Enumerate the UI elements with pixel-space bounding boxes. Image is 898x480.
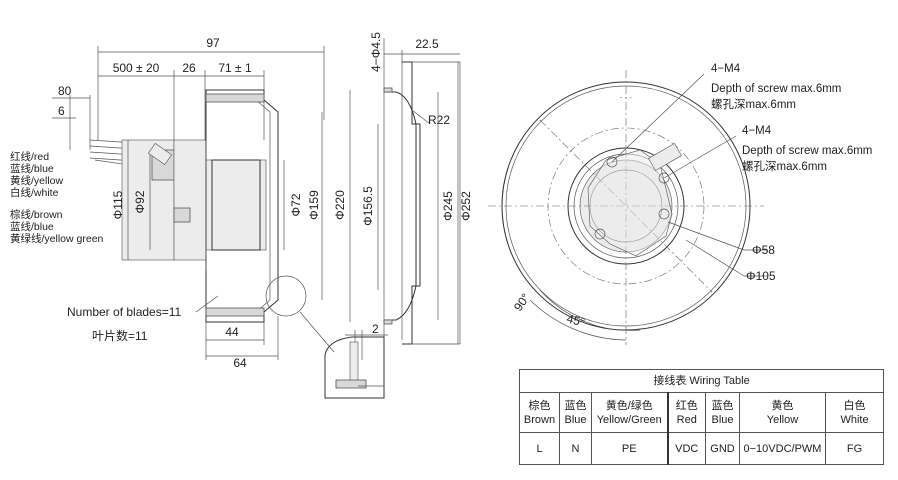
dim-105: Φ105 [746,269,776,283]
dim-2: 2 [372,322,379,336]
cell-value-fg: FG [824,432,885,465]
dim-58: Φ58 [752,243,775,257]
wire-label-red: 红线/red [10,150,49,163]
screw-depth-a-zh: 螺孔深max.6mm [711,97,796,111]
dim-245: Φ245 [441,191,455,221]
dim-26: 26 [182,61,196,75]
dim-500: 500 ± 20 [113,61,160,75]
cell-value-pwm: 0−10VDC/PWM [739,432,826,465]
dim-97: 97 [206,36,220,50]
wire-label-yellow: 黄线/yellow [10,174,64,187]
cell-value-l: L [519,432,560,465]
front-view: · · · 4−M4 Depth of screw max.6mm 螺孔深max… [147,63,872,345]
dim-71: 71 ± 1 [218,61,252,75]
wire-label-yellow-green: 黄绿线/yellow green [10,232,104,245]
dim-220: Φ220 [333,190,347,220]
wire-label-blue: 蓝线/blue [10,162,54,175]
side-view: 97 500 ± 20 26 71 ± 1 80 6 红线/red 蓝线/blu… [10,36,351,370]
dim-6: 6 [58,104,65,118]
wire-label-brown: 棕线/brown [10,208,63,221]
angle-90: 90° [511,291,533,314]
cell-value-vdc: VDC [666,432,706,465]
cell-value-pe: PE [591,432,668,465]
dim-115: Φ115 [111,190,125,219]
dim-159: Φ159 [307,190,321,220]
dim-r22: R22 [428,113,450,127]
blades-count-en: Number of blades=11 [67,305,182,319]
svg-text:· · ·: · · · [620,93,632,102]
screw-depth-a-en: Depth of screw max.6mm [711,83,841,95]
cell-value-gnd: GND [705,432,740,465]
m4-callout-b: 4−M4 [742,125,772,137]
dim-44: 44 [225,325,239,339]
m4-callout-a: 4−M4 [711,63,741,75]
wire-label-white: 白线/white [10,186,59,199]
dim-252: Φ252 [459,191,473,221]
dim-72: Φ72 [289,193,303,216]
dim-64: 64 [233,356,247,370]
blades-count-zh: 叶片数=11 [92,328,148,343]
dim-22-5: 22.5 [415,37,439,51]
screw-depth-b-en: Depth of screw max.6mm [742,145,872,157]
dim-4-phi-4-5: 4−Φ4.5 [369,32,383,72]
angle-45: 45° [565,311,586,329]
wiring-table-title: 接线表 Wiring Table [518,369,885,393]
wire-labels: 红线/red 蓝线/blue 黄线/yellow 白线/white 棕线/bro… [10,150,104,245]
profile-view: 4−Φ4.5 22.5 R22 Φ156.5 Φ245 Φ252 2 [324,32,473,399]
wire-label-blue-2: 蓝线/blue [10,220,54,233]
dim-156-5: Φ156.5 [361,186,375,226]
detail-enlarged: 2 [324,322,388,399]
screw-depth-b-zh: 螺孔深max.6mm [742,159,827,173]
cell-value-n: N [559,432,592,465]
dim-92: Φ92 [133,190,147,213]
dim-80: 80 [58,84,72,98]
